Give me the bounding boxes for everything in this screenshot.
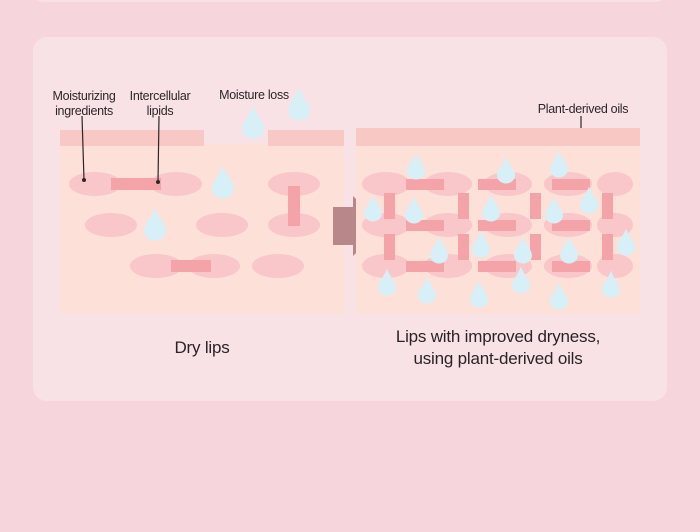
label-plant-derived-oils: Plant-derived oils: [537, 102, 629, 116]
caption-improved-lips: Lips with improved dryness, using plant-…: [356, 326, 640, 370]
label-moisturizing-ingredients-line2: ingredients: [55, 104, 113, 118]
label-moisturizing-ingredients-line1: Moisturizing: [52, 89, 116, 103]
caption-dry-lips: Dry lips: [174, 338, 230, 357]
dry-lips-lipids: [111, 178, 300, 272]
top-card: [33, 0, 667, 2]
caption-improved-line1: Lips with improved dryness,: [395, 327, 601, 346]
label-moisturizing-ingredients: Moisturizing ingredients: [46, 89, 122, 119]
label-intercellular-lipids-line2: lipids: [146, 104, 174, 118]
label-moisture-loss: Moisture loss: [219, 88, 289, 102]
label-intercellular-lipids-line1: Intercellular: [129, 89, 191, 103]
improved-lips-lipids: [384, 179, 613, 272]
caption-improved-line2: using plant-derived oils: [413, 349, 583, 368]
label-intercellular-lipids: Intercellular lipids: [122, 89, 198, 119]
